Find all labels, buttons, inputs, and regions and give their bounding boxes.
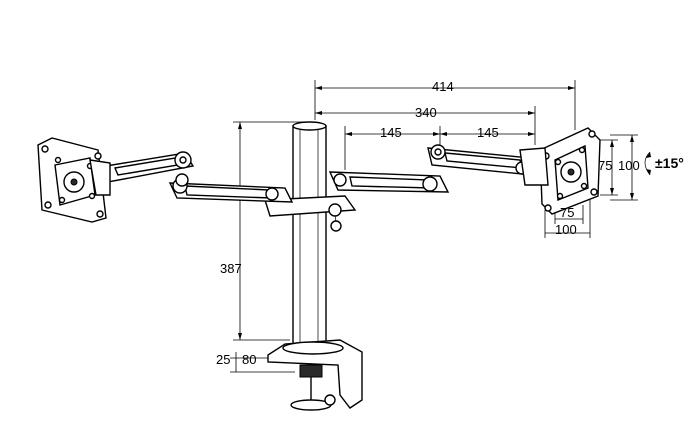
label-clamp-min: 25 [216,352,231,367]
label-tilt: ±15° [655,155,684,171]
label-vesa-large-h: 100 [555,222,577,237]
label-pole-height: 387 [220,261,242,276]
label-arm-segment-left: 145 [380,125,402,140]
label-arm-reach: 340 [415,105,437,120]
left-arm [98,151,294,203]
label-vesa-small-v: 75 [598,158,613,173]
left-vesa-plate [37,137,111,223]
label-vesa-large-v: 100 [618,158,640,173]
right-arm [328,144,533,193]
label-total-reach: 414 [432,79,454,94]
central-pole [292,121,327,357]
label-vesa-small-h: 75 [560,205,575,220]
dimension-lines [230,80,651,373]
desk-clamp [267,339,363,411]
label-arm-segment-right: 145 [477,125,499,140]
right-vesa-plate [519,127,601,215]
label-clamp-max: 80 [242,352,257,367]
